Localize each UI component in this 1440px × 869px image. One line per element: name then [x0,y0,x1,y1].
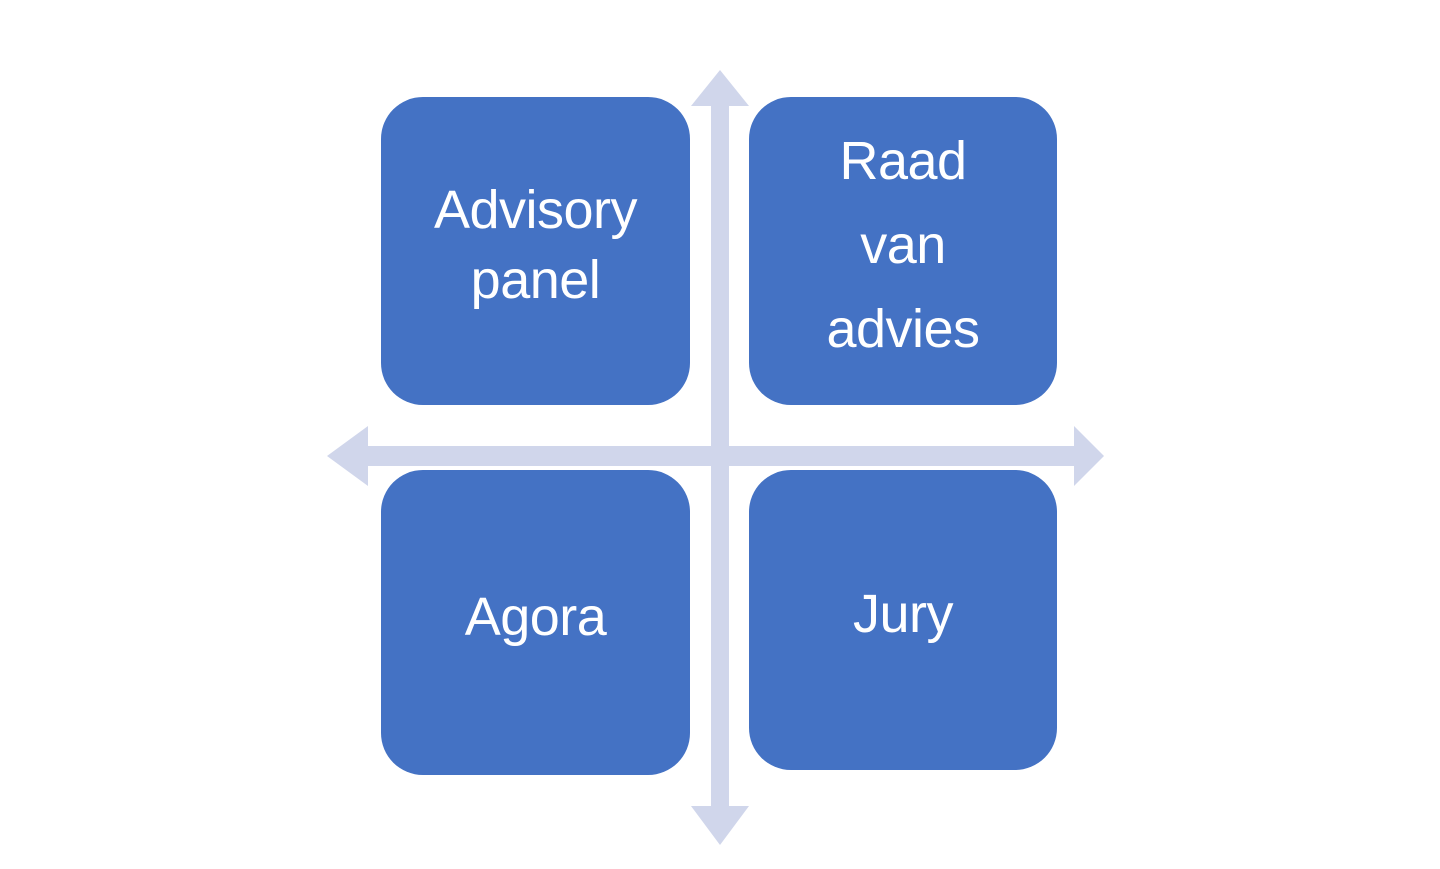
quadrant-label: Advisory panel [433,175,638,315]
quadrant-label: Raad van advies [826,119,980,371]
quadrant-advisory-panel: Advisory panel [381,97,690,405]
label-line: van [860,215,946,275]
quadrant-jury: Jury [749,470,1057,770]
quadrant-agora: Agora [381,470,690,775]
label-line: Agora [464,586,607,647]
label-line: advies [826,299,980,359]
label-line: panel [470,250,601,310]
quadrant-raad-van-advies: Raad van advies [749,97,1057,405]
label-line: Advisory [433,180,638,240]
quadrant-label: Jury [852,579,954,649]
label-line: Raad [839,131,967,191]
horizontal-axis-arrow [327,426,1104,486]
quadrant-label: Agora [465,582,607,652]
label-line: Jury [852,584,954,644]
